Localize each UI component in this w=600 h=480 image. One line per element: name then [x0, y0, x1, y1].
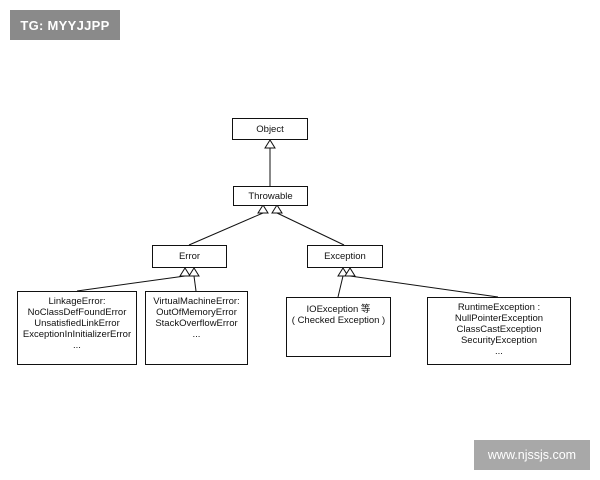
node-exception-label: Exception [324, 251, 366, 262]
node-error: Error [152, 245, 227, 268]
linkage-line-2: NoClassDefFoundError [27, 307, 127, 318]
edge-error-throwable [188, 212, 264, 246]
vm-line-3: StackOverflowError [155, 318, 238, 329]
edge-linkage-error [76, 275, 186, 292]
edge-vm-error [193, 275, 197, 292]
linkage-line-1: LinkageError: [48, 296, 106, 307]
vm-line-4: ... [192, 329, 201, 340]
io-line-1: IOException 等 [306, 304, 371, 315]
edge-runtime-exception [349, 275, 499, 298]
runtime-line-5: ... [495, 346, 503, 357]
watermark-bottom-right: www.njssjs.com [474, 440, 590, 470]
vm-line-2: OutOfMemoryError [156, 307, 237, 318]
io-line-2: ( Checked Exception ) [291, 315, 386, 326]
node-exception: Exception [307, 245, 383, 268]
arrowhead-error-1 [179, 267, 191, 277]
node-error-label: Error [178, 251, 201, 262]
node-object: Object [232, 118, 308, 140]
node-vm-error: VirtualMachineError: OutOfMemoryError St… [145, 291, 248, 365]
edge-io-exception [337, 275, 344, 298]
arrowhead-exception-2 [344, 267, 356, 277]
vm-line-1: VirtualMachineError: [153, 296, 240, 307]
arrowhead-object [264, 139, 276, 149]
arrowhead-error-2 [188, 267, 200, 277]
arrowhead-throwable-1 [257, 204, 269, 214]
runtime-line-4: SecurityException [460, 335, 538, 346]
node-throwable: Throwable [233, 186, 308, 206]
arrowhead-exception-1 [337, 267, 349, 277]
node-object-label: Object [256, 123, 284, 135]
linkage-line-5: ... [73, 340, 81, 351]
arrowhead-throwable-2 [271, 204, 283, 214]
node-linkage-error: LinkageError: NoClassDefFoundError Unsat… [17, 291, 137, 365]
runtime-line-2: NullPointerException [454, 313, 544, 324]
node-io-exception: IOException 等 ( Checked Exception ) [286, 297, 391, 357]
runtime-line-3: ClassCastException [456, 324, 542, 335]
runtime-line-1: RuntimeException : [457, 302, 541, 313]
linkage-line-3: UnsatisfiedLinkError [34, 318, 120, 329]
node-throwable-label: Throwable [248, 190, 293, 202]
node-runtime-exception: RuntimeException : NullPointerException … [427, 297, 571, 365]
edge-exception-throwable [276, 212, 345, 246]
watermark-top-left: TG: MYYJJPP [10, 10, 120, 40]
linkage-line-4: ExceptionInInitializerError [22, 329, 132, 340]
